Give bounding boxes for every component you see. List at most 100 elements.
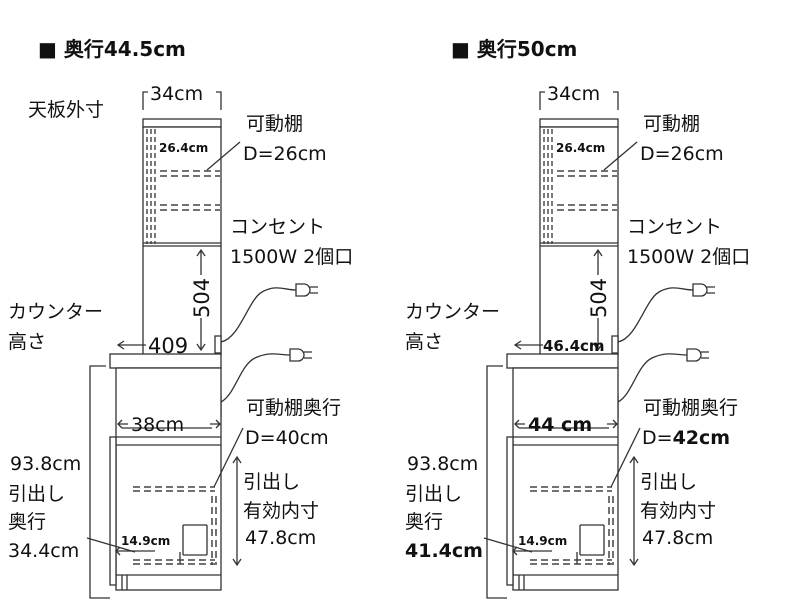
drawer-depth-label: 引出し [405,483,462,505]
lower-inner-width: 44 cm [528,414,592,436]
drawer-partition [182,524,208,556]
plug-icon [295,283,318,297]
drawer-depth-label: 引出し [8,483,65,505]
drawer-depth-value: 41.4cm [405,540,483,562]
lower-shelf-depth-value: 42cm [673,427,731,449]
leader-line-lower [610,427,641,488]
counter-arrow [513,340,543,350]
total-height-bracket [486,365,507,599]
drawer-depth-label-2: 奥行 [8,511,46,533]
power-cord-lower [220,353,291,403]
upper-cabinet [142,126,222,356]
outlet-label: コンセント [627,216,722,238]
drawer-inner-label-2: 有効内寸 [640,500,716,522]
outlet-box [611,335,619,354]
outlet-label: コンセント [230,216,325,238]
upper-bottom-shelf [540,242,618,247]
gap-height-value: 504 [190,278,214,318]
drawer-inner-value: 47.8cm [245,527,316,549]
counter-label-2: 高さ [405,331,443,353]
top-board [539,118,619,128]
movable-shelf-depth: D=26cm [640,143,724,165]
drawer-inner-arrow [232,455,242,567]
drawer-small-width: 14.9cm [121,534,170,548]
lower-cabinet [512,367,619,591]
counter-label-2: 高さ [8,331,46,353]
leader-line [603,141,638,171]
total-height-value: 93.8cm [10,453,81,475]
cabinet-panel: ■ 奥行44.5cm 34cm 天板外寸 26.4cm 可動棚 D=26cm コ… [8,37,353,599]
power-cord [220,287,297,343]
movable-shelf-label: 可動棚 [246,113,303,135]
inner-width-arrow [117,419,221,429]
drawer-inner-arrow [629,455,639,567]
lower-shelf-depth: D=42cm [642,427,730,449]
drawer-dashed-outline [530,486,614,565]
movable-shelf-label: 可動棚 [643,113,700,135]
top-width-bracket [142,91,222,110]
outlet-box [214,335,222,354]
lower-cabinet [115,367,222,591]
power-cord [617,287,694,343]
shelf-rail [543,129,553,244]
top-width-label: 34cm [150,83,203,105]
power-cord-lower [617,353,688,403]
counter-top [109,353,222,369]
total-height-value: 93.8cm [407,453,478,475]
drawer-depth-value: 34.4cm [8,540,79,562]
drawer-inner-label: 引出し [640,471,697,493]
lower-shelf-depth: D=40cm [245,427,329,449]
gap-height-arrow [593,248,603,352]
plug-icon-lower [289,348,312,362]
total-height-bracket [89,365,110,599]
gap-height-value: 504 [587,278,611,318]
counter-label: カウンター [405,301,500,323]
plug-icon [692,283,715,297]
lower-shelf-label: 可動棚奥行 [643,397,738,419]
movable-shelf-depth: D=26cm [243,143,327,165]
drawer-front [506,436,514,586]
lower-shelf-depth-prefix: D= [642,427,673,449]
leader-line [206,141,241,171]
counter-label: カウンター [8,301,103,323]
outlet-spec: 1500W 2個口 [230,246,353,268]
drawer-small-arrow [115,546,181,564]
drawer-inner-value: 47.8cm [642,527,713,549]
panel-title: ■ 奥行50cm [451,37,577,61]
upper-shelf-depth: 26.4cm [159,141,208,155]
upper-shelf-depth: 26.4cm [556,141,605,155]
drawer-inner-label: 引出し [243,471,300,493]
drawer-small-arrow [512,546,578,564]
counter-top [506,353,619,369]
inner-width-arrow [514,419,618,429]
upper-cabinet [539,126,619,356]
leader-line-drawer [483,537,533,553]
lower-shelf-label: 可動棚奥行 [246,397,341,419]
lower-shelf-depth-prefix: D= [245,427,276,449]
counter-height-value: 46.4cm [543,337,605,355]
lower-dividers [116,427,221,590]
leader-line-drawer [86,537,136,553]
shelf-rail [146,129,156,244]
outlet-spec: 1500W 2個口 [627,246,750,268]
drawer-front [109,436,117,586]
top-width-bracket [539,91,619,110]
lower-shelf-depth-value: 40cm [276,427,329,449]
upper-bottom-shelf [143,242,221,247]
lower-dividers [513,427,618,590]
drawer-inner-label-2: 有効内寸 [243,500,319,522]
top-board [142,118,222,128]
plug-icon-lower [686,348,709,362]
drawer-partition [579,524,605,556]
counter-arrow [116,340,146,350]
drawer-dashed-outline [133,486,217,565]
gap-height-arrow [196,248,206,352]
lower-inner-width: 38cm [131,414,184,436]
drawer-small-width: 14.9cm [518,534,567,548]
leader-line-lower [213,427,244,488]
top-board-label: 天板外寸 [28,99,104,121]
top-width-label: 34cm [547,83,600,105]
panel-title: ■ 奥行44.5cm [38,37,186,61]
drawer-depth-label-2: 奥行 [405,511,443,533]
